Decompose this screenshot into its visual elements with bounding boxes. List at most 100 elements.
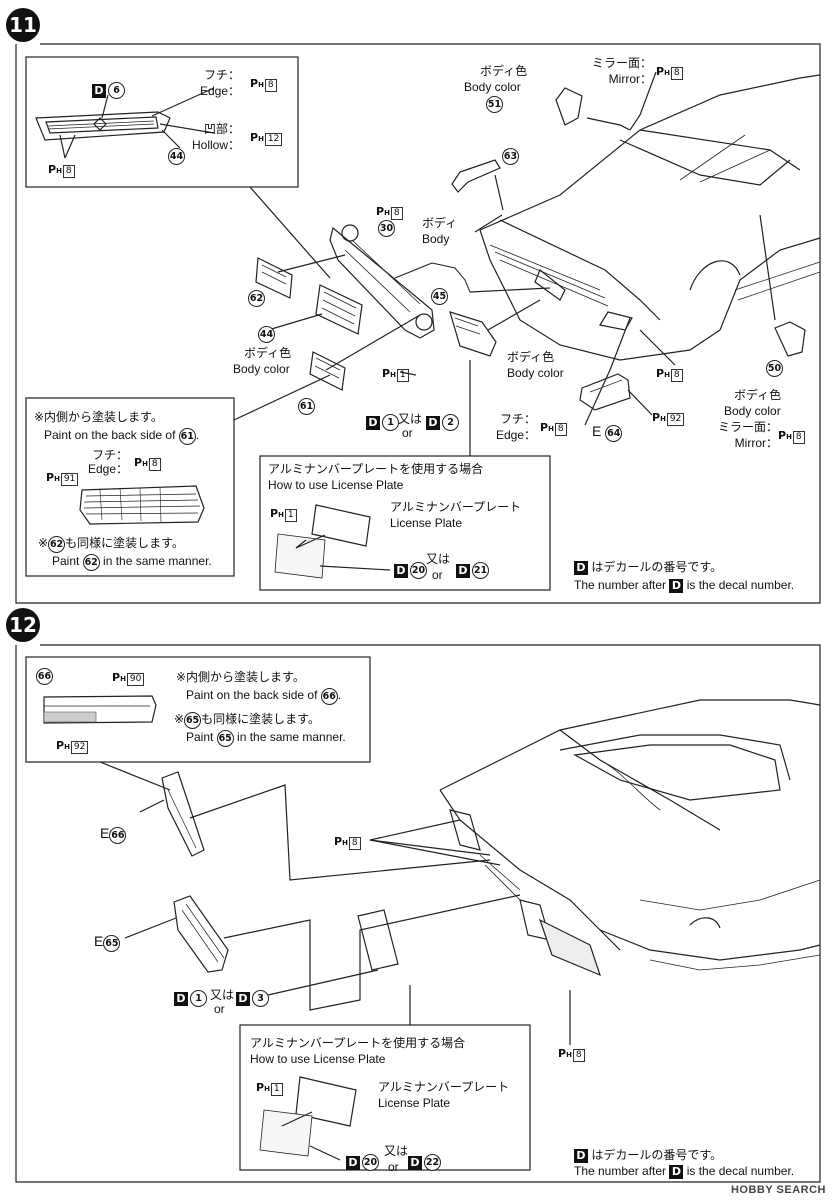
part-44: 44 [258, 326, 275, 343]
step-11-number: 11 [9, 13, 37, 37]
paint-h: H [64, 743, 70, 751]
license-title-jp: アルミナンバープレートを使用する場合 [250, 1036, 466, 1050]
part-number-circle: 66 [320, 688, 338, 705]
part-64: E 64 [592, 423, 623, 442]
paint-number: 91 [60, 473, 79, 486]
paint-h: H [120, 675, 126, 683]
or-jp: 又は [398, 412, 423, 426]
paint-p: P [376, 205, 385, 218]
license-plate-jp: アルミナンバープレート [378, 1080, 510, 1094]
part-45-color-jp: ボディ色 [507, 350, 555, 364]
paint-p: P [540, 421, 549, 434]
decal-number: 21 [472, 562, 489, 579]
decal-note-jp-text: はデカールの番号です。 [591, 1148, 723, 1162]
decal-d-icon: D [174, 991, 188, 1006]
runner-letter: E [592, 423, 602, 439]
decal-note-en: The number after D is the decal number. [574, 578, 794, 593]
detail-note-en-b: . [337, 688, 342, 702]
paint-p: P [270, 507, 279, 520]
paint-h: H [548, 425, 554, 433]
decal-number: 1 [190, 990, 207, 1007]
decal-d-icon: D [346, 1155, 360, 1170]
paint-p: P [46, 471, 55, 484]
part-30: 30 [378, 220, 395, 237]
part-62: 62 [248, 290, 265, 307]
part-45-color-en: Body color [507, 366, 564, 380]
decal-note-en: The number after D is the decal number. [574, 1164, 794, 1179]
paint-p: P [652, 411, 661, 424]
paint-number: 8 [554, 423, 567, 436]
decal-note-en-a: The number after [574, 578, 670, 592]
paint-number: 8 [148, 458, 161, 471]
grille-part-number: 44 [168, 148, 185, 165]
paint-p: P [778, 429, 787, 442]
step-11-badge: 11 [6, 8, 40, 42]
paint-h: H [258, 81, 264, 89]
paint-h: H [664, 371, 670, 379]
same-manner-en: Paint 62 in the same manner. [52, 554, 212, 571]
back-note-period: . [195, 428, 200, 442]
decal-d-icon: D [574, 1148, 588, 1163]
grille-edge-label-en: Edge： [199, 84, 240, 98]
paint-p: P [48, 163, 57, 176]
part-number-circle: 44 [168, 148, 185, 165]
decal-d-icon: D [669, 1164, 684, 1179]
paint-number: 92 [70, 741, 89, 754]
license-plate-en: License Plate [390, 516, 463, 530]
paint-h: H [56, 167, 62, 175]
paint-h: H [264, 1085, 270, 1093]
paint-p: P [656, 367, 665, 380]
note-mark: ※ [174, 712, 185, 726]
body-label-jp: ボディ [422, 216, 458, 230]
lamp-edge-jp: フチ： [91, 448, 128, 462]
paint-p: P [56, 739, 65, 752]
part-51-color-jp: ボディ色 [480, 64, 528, 78]
back-note-jp: ※内側から塗装します。 [34, 410, 163, 424]
decal-note-en-a: The number after [574, 1164, 670, 1178]
paint-p: P [250, 77, 259, 90]
detail-note-jp: ※内側から塗装します。 [176, 670, 305, 684]
paint-number: 1 [396, 369, 409, 382]
part-number-circle: 66 [36, 668, 53, 685]
step-12-number: 12 [9, 613, 37, 637]
mirror-label-jp: ミラー面： [591, 56, 652, 70]
paint-p: P [112, 671, 121, 684]
detail-same-en-a: Paint [186, 730, 217, 744]
part-number-circle: 45 [431, 288, 448, 305]
paint-p: P [382, 367, 391, 380]
decal-d-icon: D [394, 563, 408, 578]
part-number-circle: 62 [248, 290, 265, 307]
paint-h: H [660, 415, 666, 423]
paint-h: H [566, 1051, 572, 1059]
grille-hollow-label-jp: 凹部： [203, 122, 240, 136]
license-plate-en: License Plate [378, 1096, 451, 1110]
decal-number: 6 [108, 82, 125, 99]
part-number-circle: 65 [216, 730, 234, 747]
paint-p: P [256, 1081, 265, 1094]
paint-h: H [390, 371, 396, 379]
part-64-edge-jp: フチ： [499, 412, 536, 426]
paint-number: 8 [390, 207, 403, 220]
paint-number: 8 [572, 1049, 585, 1062]
part-50-mirror-jp: ミラー面： [717, 420, 778, 434]
decal-number: 3 [252, 990, 269, 1007]
